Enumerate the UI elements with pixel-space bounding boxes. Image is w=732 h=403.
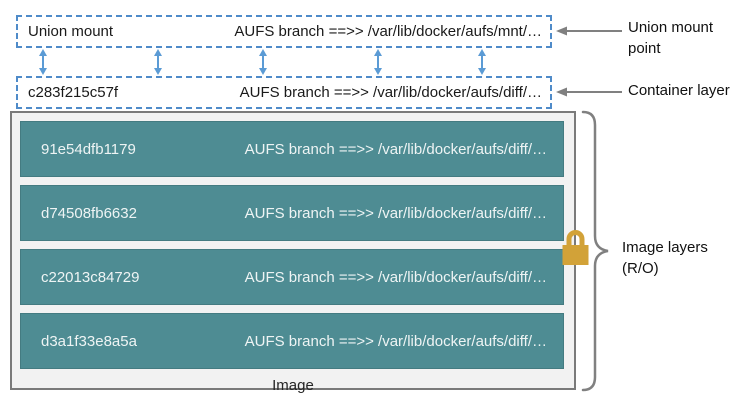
image-layer-row: d3a1f33e8a5a AUFS branch ==>> /var/lib/d… [20,313,564,369]
double-arrow-icon [374,49,382,75]
container-layer-id: c283f215c57f [28,84,119,101]
union-mount-branch-path: AUFS branch ==>> /var/lib/docker/aufs/mn… [234,23,542,40]
lock-icon [562,230,589,265]
annotation-union-mount-point: Union mount point [628,19,714,57]
image-layer-row: c22013c84729 AUFS branch ==>> /var/lib/d… [20,249,564,305]
layer-id: d74508fb6632 [41,204,137,222]
layer-branch-path: AUFS branch ==>> /var/lib/docker/aufs/di… [244,204,547,222]
container-layer-branch-path: AUFS branch ==>> /var/lib/docker/aufs/di… [239,84,542,101]
left-arrow-icon [556,26,622,36]
container-layer-box: c283f215c57f AUFS branch ==>> /var/lib/d… [16,76,552,109]
layer-id: d3a1f33e8a5a [41,332,137,350]
left-arrow-icon [556,87,622,97]
layer-id: 91e54dfb1179 [41,140,136,158]
image-box: 91e54dfb1179 AUFS branch ==>> /var/lib/d… [10,111,576,394]
double-arrow-icon [154,49,162,75]
image-layer-row: 91e54dfb1179 AUFS branch ==>> /var/lib/d… [20,121,564,177]
double-arrow-icon [478,49,486,75]
layer-branch-path: AUFS branch ==>> /var/lib/docker/aufs/di… [244,332,547,350]
image-layers-list: 91e54dfb1179 AUFS branch ==>> /var/lib/d… [12,113,574,369]
image-caption: Image [272,377,314,394]
union-mount-box: Union mount AUFS branch ==>> /var/lib/do… [16,15,552,48]
annotation-image-layers: Image layers (R/O) [622,239,708,277]
double-arrow-icon [259,49,267,75]
layer-branch-path: AUFS branch ==>> /var/lib/docker/aufs/di… [244,140,547,158]
right-brace [581,110,609,392]
annotation-container-layer: Container layer [628,82,730,99]
union-mount-label: Union mount [28,23,114,40]
layer-branch-path: AUFS branch ==>> /var/lib/docker/aufs/di… [244,268,547,286]
image-layer-row: d74508fb6632 AUFS branch ==>> /var/lib/d… [20,185,564,241]
double-arrow-icon [39,49,47,75]
layer-id: c22013c84729 [41,268,140,286]
